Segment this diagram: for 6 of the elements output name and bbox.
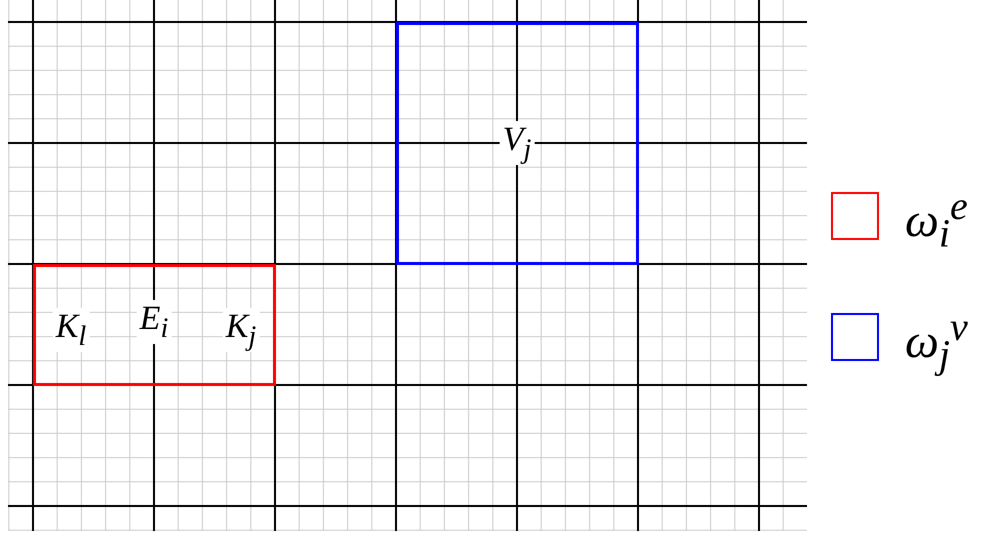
math-label: E$_{i}$	[136, 300, 172, 344]
region-box	[33, 264, 276, 386]
region-box	[396, 22, 639, 265]
math-label: K$_{l}$	[52, 308, 90, 352]
math-label: V$_{j}$	[500, 121, 534, 165]
math-label: K$_{j}$	[222, 308, 260, 352]
